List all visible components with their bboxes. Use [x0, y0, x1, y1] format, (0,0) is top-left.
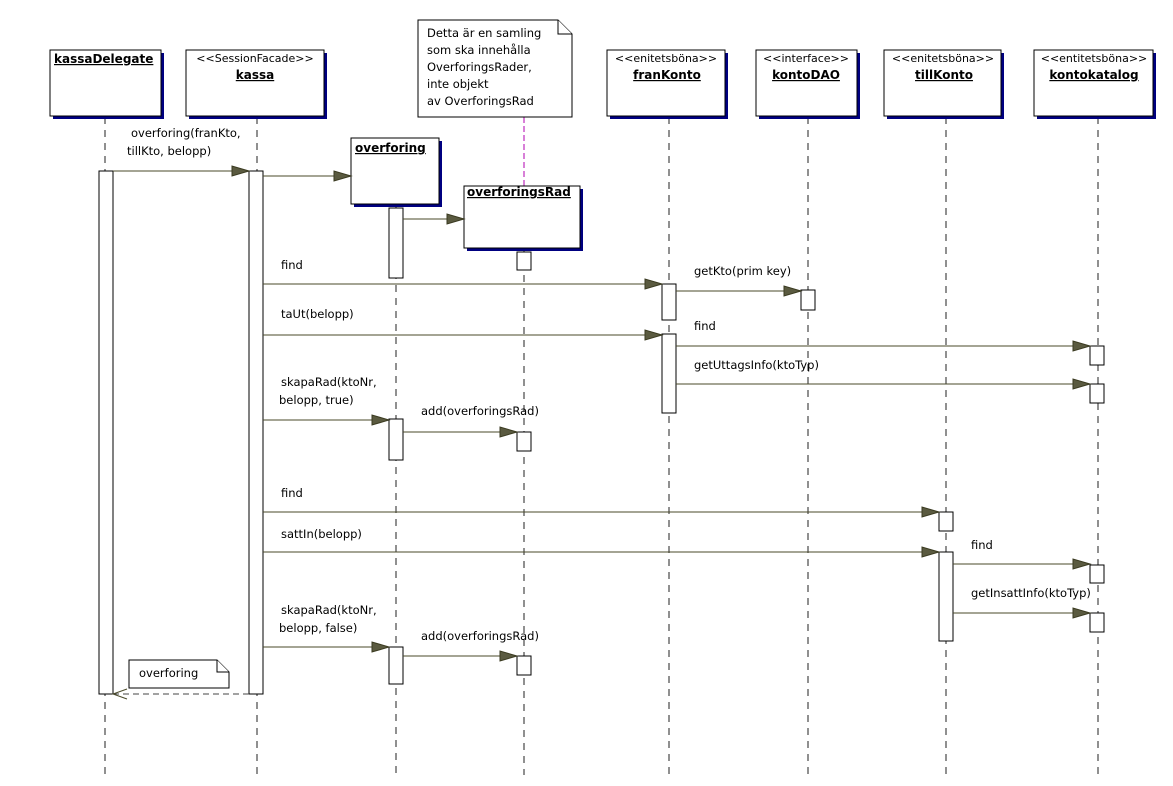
participant-stereotype: <<SessionFacade>> [196, 52, 313, 65]
label-skapaRad-1: skapaRad(ktoNr, [281, 375, 377, 389]
activation-overforing-3 [388, 646, 404, 685]
participant-tillKonto[interactable]: <<enitetsböna>> tillKonto [883, 49, 1004, 119]
activation-kontokatalog-1 [1089, 345, 1105, 366]
activation-overforing-2 [388, 418, 404, 461]
label-overforing: overforing(franKto, [131, 126, 241, 140]
arrowhead [231, 165, 251, 177]
label-getInsattInfo: getInsattInfo(ktoTyp) [971, 586, 1091, 600]
arrowhead [499, 650, 519, 662]
participant-kontoDAO[interactable]: <<interface>> kontoDAO [755, 49, 860, 119]
label-find-1: find [281, 258, 303, 272]
note-line: OverforingsRader, [427, 60, 532, 74]
arrowhead [446, 213, 466, 225]
participant-name: kassa [236, 68, 274, 82]
participant-stereotype: <<interface>> [763, 52, 849, 65]
arrowhead [499, 426, 519, 438]
arrowhead-open [111, 688, 128, 700]
activation-franKonto-1 [661, 283, 677, 321]
object-name: overforing [355, 141, 426, 155]
arrowhead [921, 546, 941, 558]
label-add-2: add(overforingsRad) [421, 629, 539, 643]
activation-franKonto-2 [661, 333, 677, 414]
participant-name: kontokatalog [1049, 68, 1138, 82]
label-sattIn: sattIn(belopp) [281, 527, 362, 541]
activation-tillKonto-2 [938, 551, 954, 642]
participant-stereotype: <<entitetsböna>> [1041, 52, 1148, 65]
label-find-4: find [971, 538, 993, 552]
activation-kontokatalog-3 [1089, 564, 1105, 584]
activation-kontokatalog-4 [1089, 612, 1105, 633]
arrowhead [371, 641, 391, 653]
label-add-1: add(overforingsRad) [421, 404, 539, 418]
note-line: av OverforingsRad [427, 94, 534, 108]
note-line: inte objekt [427, 77, 489, 91]
arrowhead [1072, 558, 1092, 570]
label-find-3: find [281, 486, 303, 500]
object-overforing[interactable]: overforing [350, 137, 442, 207]
message-labels: overforing(franKto, tillKto, belopp) fin… [127, 126, 1091, 643]
arrowhead [783, 285, 803, 297]
participant-kontokatalog[interactable]: <<entitetsböna>> kontokatalog [1033, 49, 1156, 119]
activation-overforingsRad-1 [516, 251, 532, 271]
note-line: som ska innehålla [427, 43, 531, 57]
label-skapaRad-2: skapaRad(ktoNr, [281, 603, 377, 617]
activation-overforing-1 [388, 207, 404, 279]
label-taUt: taUt(belopp) [281, 307, 354, 321]
label-overforing: tillKto, belopp) [127, 144, 211, 158]
label-getUttagsInfo: getUttagsInfo(ktoTyp) [694, 358, 819, 372]
note-return: overforing [128, 659, 230, 689]
arrowhead [1072, 340, 1092, 352]
participant-kassa[interactable]: <<SessionFacade>> kassa [185, 49, 327, 119]
note-collection: Detta är en samling som ska innehålla Ov… [417, 19, 573, 118]
participant-name: kassaDelegate [54, 52, 153, 66]
message-arrows [111, 165, 1092, 700]
object-overforingsRad[interactable]: overforingsRad [463, 185, 583, 251]
arrowhead [333, 170, 353, 182]
participant-name: kontoDAO [772, 68, 840, 82]
activation-tillKonto-1 [938, 511, 954, 532]
activation-kassa [248, 170, 264, 695]
activation-kontoDAO [800, 289, 816, 311]
label-skapaRad-2: belopp, false) [279, 621, 357, 635]
object-name: overforingsRad [467, 185, 571, 199]
arrowhead [371, 414, 391, 426]
activation-kontokatalog-2 [1089, 383, 1105, 404]
participant-name: tillKonto [915, 68, 973, 82]
activations [98, 170, 1105, 695]
participant-name: franKonto [633, 68, 701, 82]
activation-kassaDelegate [98, 170, 114, 695]
participant-stereotype: <<enitetsböna>> [615, 52, 717, 65]
arrowhead [644, 278, 664, 290]
label-find-2: find [694, 319, 716, 333]
activation-overforingsRad-3 [516, 655, 532, 676]
activation-overforingsRad-2 [516, 431, 532, 452]
arrowhead [921, 506, 941, 518]
arrowhead [1072, 607, 1092, 619]
participant-franKonto[interactable]: <<enitetsböna>> franKonto [606, 49, 728, 119]
label-getKto: getKto(prim key) [694, 264, 791, 278]
note-text: overforing [139, 666, 198, 680]
participant-kassaDelegate[interactable]: kassaDelegate [49, 49, 164, 119]
arrowhead [1072, 378, 1092, 390]
arrowhead [644, 329, 664, 341]
note-line: Detta är en samling [427, 26, 541, 40]
participant-stereotype: <<enitetsböna>> [892, 52, 994, 65]
label-skapaRad-1: belopp, true) [279, 393, 354, 407]
